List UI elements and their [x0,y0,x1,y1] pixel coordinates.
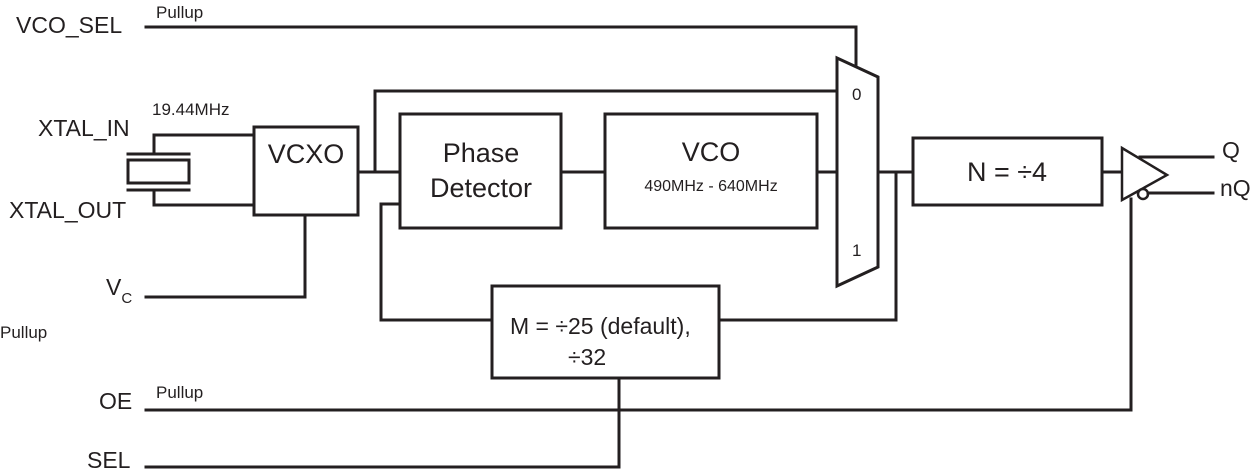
sel-wire [144,376,621,469]
m-divider-label-line2: ÷32 [568,344,606,370]
nq-output-label: nQ [1220,175,1251,201]
feedback-wire-right [717,170,898,322]
phase-detector-label-line1: Phase [443,138,520,168]
phase-detector-block [398,112,563,230]
vc-label: VC [106,274,132,307]
xtal-out-wire [152,189,256,207]
m-divider-label-line1: M = ÷25 (default), [510,313,691,339]
vco-range-label: 490MHz - 640MHz [644,178,777,195]
mux-block [835,55,880,289]
sel-label: SEL [87,447,131,470]
oe-label: OE [99,388,132,414]
q-output-label: Q [1222,137,1240,163]
crystal-icon [126,152,191,192]
mux-input0-wire [373,89,839,174]
vco-label: VCO [682,137,741,167]
m-divider-block [490,284,721,380]
mux-input1-label: 1 [852,241,861,260]
xtal-in-label: XTAL_IN [38,115,130,141]
xtal-frequency-note: 19.44MHz [152,100,229,119]
vco-sel-pullup-note: Pullup [156,3,203,22]
oe-pullup-note: Pullup [156,383,203,402]
floating-pullup-note: Pullup [0,323,47,342]
vco-sel-wire [144,25,858,68]
vc-wire [144,213,307,299]
vco-block [603,112,819,230]
vcxo-label: VCXO [268,139,345,169]
oe-wire [144,197,1133,412]
feedback-wire-left [379,202,494,322]
output-buffer-icon [1120,145,1170,203]
xtal-in-wire [152,133,256,155]
phase-detector-label-line2: Detector [430,173,532,203]
n-divider-label: N = ÷4 [967,157,1047,187]
mux-input0-label: 0 [852,85,861,104]
xtal-out-label: XTAL_OUT [9,197,126,223]
vco-sel-label: VCO_SEL [16,12,122,38]
n-divider-block [911,136,1104,207]
